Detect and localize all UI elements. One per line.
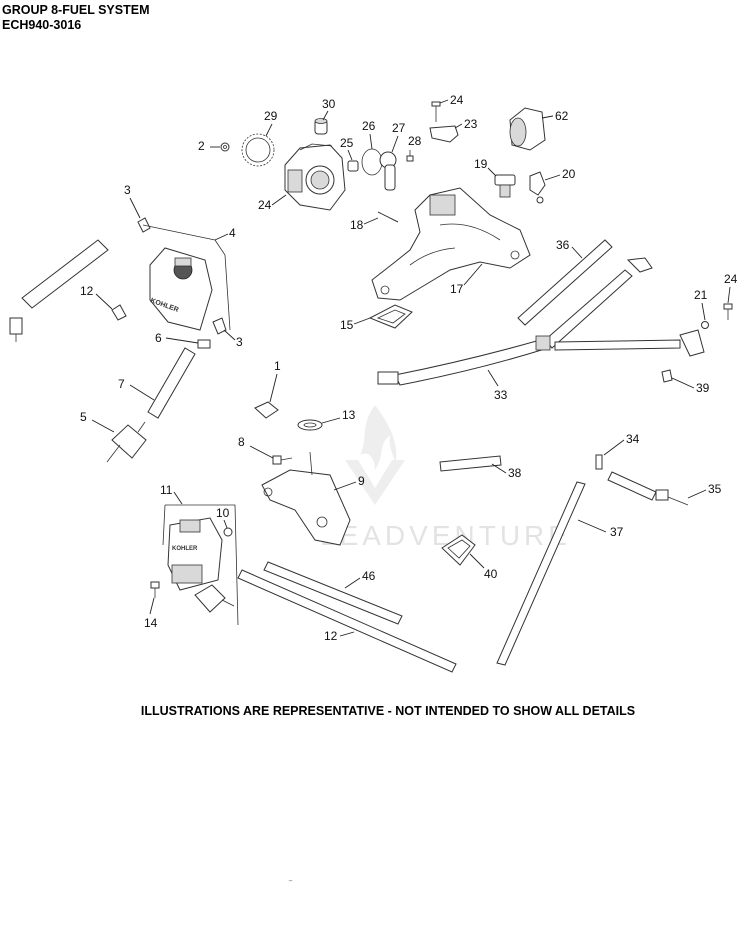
callout-33: 33 [494,388,508,402]
part-27-oring [361,148,383,176]
callout-6: 7 [118,377,125,391]
pump-kohler-label: KOHLER [172,546,198,552]
callout-1: 1 [274,359,281,373]
part-38-tube [439,455,502,472]
callout-40: 40 [484,567,498,581]
part-37-tube [517,239,613,326]
part-19-pin [377,211,399,223]
callout-31: 30 [322,97,336,111]
callout-36: 37 [610,525,624,539]
disclaimer-footer: ILLUSTRATIONS ARE REPRESENTATIVE - NOT I… [140,704,636,718]
callout-23: 23 [464,117,478,131]
callout-2: 2 [198,139,205,153]
part-4-fuel-pump-module: KOHLER [149,247,213,331]
part-34-fitting [595,454,603,470]
part-39-clip [661,369,673,383]
part-40-gasket [441,534,476,566]
part-1-clip [254,401,279,419]
callout-labels: 2 29 30 25 26 27 28 24 23 62 24 19 20 18… [80,93,738,643]
part-tube-upper-left [21,239,109,309]
part-33-fuel-line [377,269,681,386]
part-18-intake-manifold [371,187,531,301]
part-11-fuel-pump: KOHLER [167,517,223,591]
part-28-sensor [379,151,397,191]
callout-29: 28 [408,134,422,148]
callout-35: 35 [708,482,722,496]
part-13-fitting [111,304,127,321]
part-9-bracket [261,451,351,546]
callout-3-top: 3 [124,183,131,197]
callout-14: 13 [342,408,356,422]
page-mark: ‾ [289,880,292,890]
model-number: ECH940-3016 [2,18,82,32]
callout-27: 26 [362,119,376,133]
callout-18: 17 [450,282,464,296]
part-11-bracket-line [165,504,239,626]
callout-62: 62 [555,109,569,123]
part-30-ring [241,133,275,167]
part-17-gasket [368,304,413,329]
callout-10: 10 [216,506,230,520]
callout-21: 20 [562,167,576,181]
part-connector-top-right [626,257,653,273]
callout-26: 25 [340,136,354,150]
part-36-tube [496,481,586,666]
part-8-bolt [272,455,293,465]
callout-46: 46 [362,569,376,583]
diagram-title: GROUP 8-FUEL SYSTEM [2,3,150,17]
callout-8: 8 [238,435,245,449]
part-connector-left [9,317,23,342]
part-23-sensor [429,125,459,143]
part-4-bracket-line [142,224,216,241]
part-22-nut [701,321,709,329]
part-24-bolt [431,101,441,122]
part-62-cap [509,107,546,151]
callout-19: 18 [350,218,364,232]
part-7-fitting [197,339,211,349]
callout-17: 15 [340,318,354,332]
callout-4: 4 [229,226,236,240]
part-15-bolt [150,581,160,598]
callout-25: 24 [258,198,272,212]
part-3-lower-fitting [212,317,227,335]
callout-9: 9 [358,474,365,488]
watermark-logo [345,405,405,505]
callout-5: 5 [80,410,87,424]
callout-37: 36 [556,238,570,252]
part-31-cap [314,118,328,135]
callout-39: 39 [696,381,710,395]
callout-22: 21 [694,288,708,302]
part-12-tube [237,569,457,673]
part-35-hose [607,471,689,506]
part-24-right-bolt [723,303,733,320]
callout-13: 12 [80,284,94,298]
callout-30: 29 [264,109,278,123]
part-29-screw [406,150,414,162]
callout-24-top: 24 [450,93,464,107]
part-14-clamp [297,419,323,431]
callout-7: 6 [155,331,162,345]
callout-20: 19 [474,157,488,171]
part-25-throttle-body [284,143,346,211]
part-pump-filter [194,584,235,613]
part-connector-right [679,329,705,357]
callout-34: 34 [626,432,640,446]
callout-38: 38 [508,466,522,480]
callout-28: 27 [392,121,406,135]
callout-11: 11 [160,483,173,497]
part-26-fitting [347,160,359,172]
part-2-washer [220,142,230,152]
callout-12: 12 [324,629,338,643]
part-10-fitting [223,527,233,537]
part-46-tube [263,561,403,625]
watermark-text: LEADVENTURE [320,520,571,551]
part-20-injector [494,174,516,198]
callout-3-lower: 3 [236,335,243,349]
part-5-fuel-filter [106,421,147,463]
part-21-clip [529,171,546,204]
callout-15: 14 [144,616,158,630]
part-6-hose [147,347,196,419]
callout-24-right: 24 [724,272,738,286]
